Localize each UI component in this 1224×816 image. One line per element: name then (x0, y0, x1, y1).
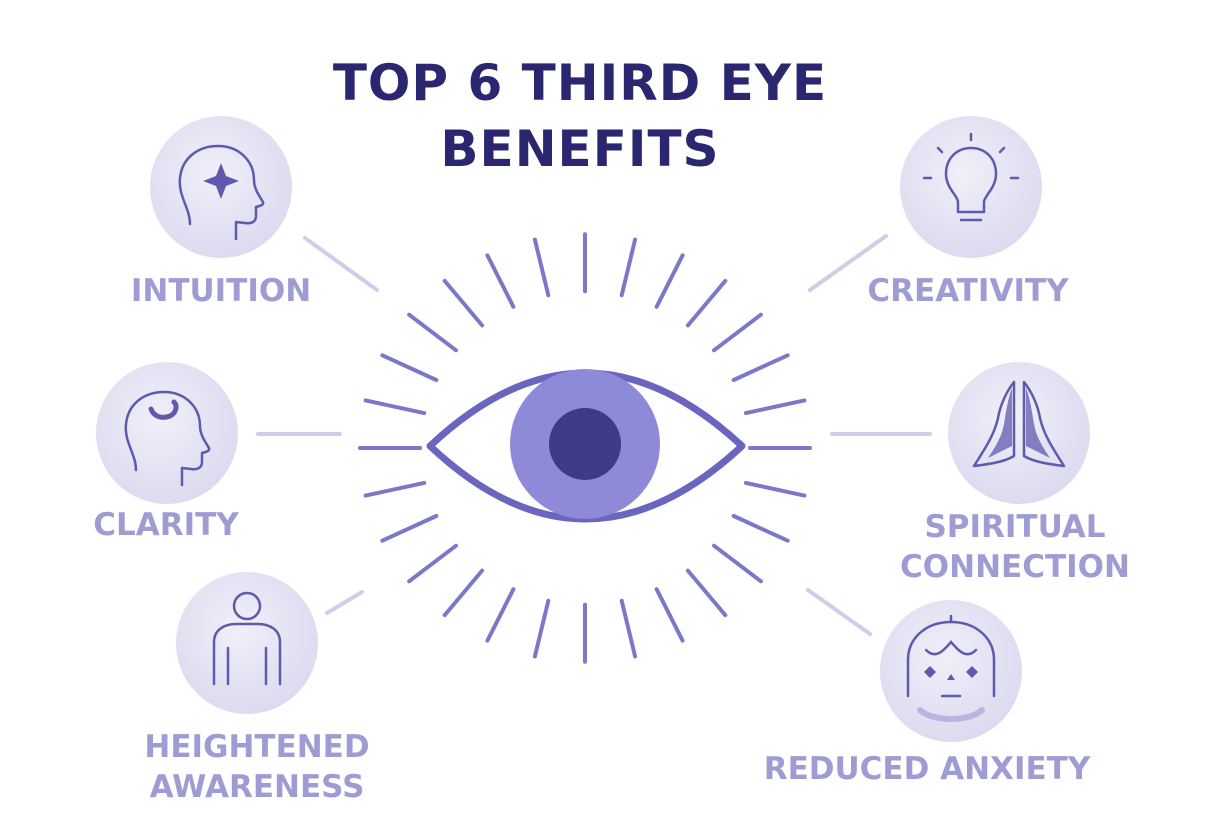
eye-outline (426, 369, 746, 523)
title-line-1: TOP 6 THIRD EYE (332, 54, 828, 112)
clarity-label: CLARITY (93, 507, 239, 543)
calm-face-icon (906, 614, 996, 722)
spiritual-connection-label-line-1: SPIRITUAL (924, 509, 1106, 545)
praying-hands-icon (972, 380, 1066, 468)
head-star-icon (178, 144, 265, 241)
connector-reduced-anxiety (806, 588, 872, 636)
eye-ray (654, 587, 685, 643)
head-swirl-icon (124, 390, 211, 487)
person-icon (212, 591, 282, 686)
eye-ray (654, 253, 685, 309)
title-line-2: BENEFITS (440, 120, 720, 178)
reduced-anxiety-badge (880, 600, 1022, 742)
eye-ray (731, 514, 790, 543)
eye-ray (407, 312, 458, 353)
eye-ray (619, 237, 638, 298)
eye-ray (685, 568, 728, 618)
creativity-badge (900, 116, 1042, 258)
connector-heightened-awareness (325, 590, 364, 615)
eye-ray (380, 514, 439, 543)
intuition-badge (150, 116, 292, 258)
eye-pupil (549, 408, 621, 480)
connector-intuition (303, 236, 379, 292)
eye-ray (363, 480, 427, 498)
eye-rays (358, 232, 812, 664)
eye-ray (363, 398, 427, 416)
eye-ray (712, 543, 763, 584)
eye-ray (685, 278, 728, 328)
reduced-anxiety-label: REDUCED ANXIETY (763, 751, 1091, 787)
heightened-awareness-badge (176, 572, 318, 714)
spiritual-connection-label-line-2: CONNECTION (900, 549, 1130, 585)
spiritual-connection-badge (948, 362, 1090, 504)
creativity-label: CREATIVITY (867, 273, 1069, 309)
clarity-badge (96, 362, 238, 504)
eye-ray (743, 480, 807, 498)
eye-ray (442, 278, 485, 328)
eye-ray (442, 568, 485, 618)
connector-creativity (808, 234, 888, 292)
heightened-awareness-label-line-2: AWARENESS (149, 769, 365, 805)
eye-ray (743, 398, 807, 416)
eye-ray (407, 543, 458, 584)
eye-ray (380, 353, 439, 382)
heightened-awareness-label-line-1: HEIGHTENED (144, 729, 370, 765)
eye-ray (712, 312, 763, 353)
eye-ray (731, 353, 790, 382)
eye-ray (485, 253, 516, 309)
intuition-label: INTUITION (130, 273, 312, 309)
eye-ray (532, 598, 551, 659)
lightbulb-icon (922, 132, 1020, 222)
eye-ray (485, 587, 516, 643)
eye-ray (532, 237, 551, 298)
eye-ray (619, 598, 638, 659)
